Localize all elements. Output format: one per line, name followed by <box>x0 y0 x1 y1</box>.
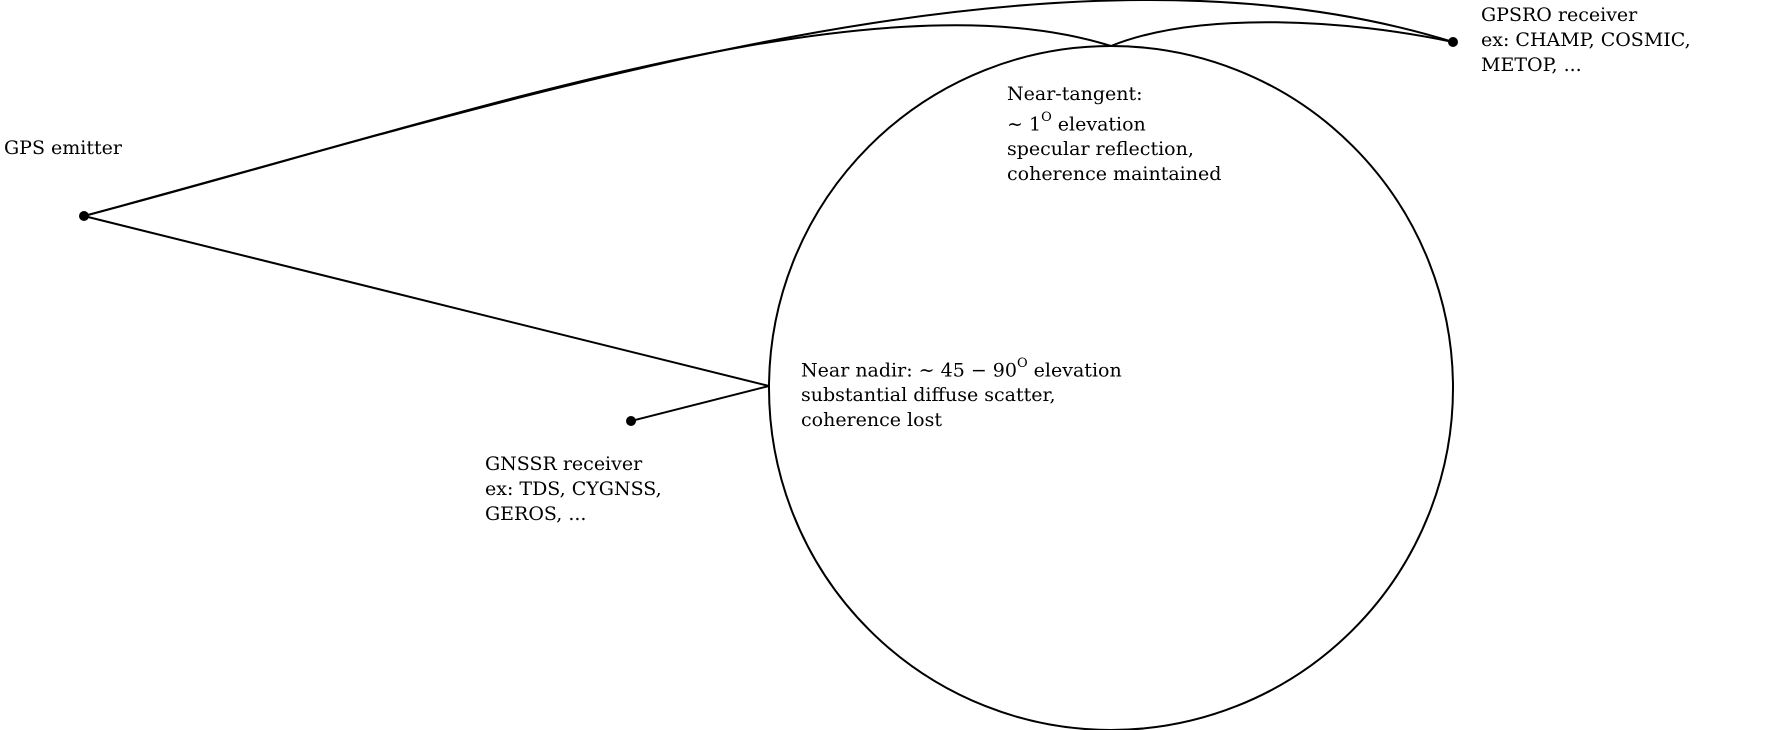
gps-emitter-dot <box>79 211 89 221</box>
near-tangent-elevation: elevation <box>1051 113 1146 136</box>
near-tangent-annotation: Near-tangent: ∼ 1O elevation specular re… <box>1007 82 1221 187</box>
near-nadir-elevation: elevation <box>1027 359 1122 382</box>
tangent-incident-path <box>83 24 1112 217</box>
near-tangent-line-2: ∼ 1O elevation <box>1007 107 1221 137</box>
near-nadir-line-1: Near nadir: ∼ 45 − 90O elevation <box>801 353 1122 383</box>
gnssr-receiver-label: GNSSR receiver ex: TDS, CYGNSS, GEROS, .… <box>485 452 662 527</box>
near-tangent-degree: O <box>1041 110 1052 125</box>
near-nadir-line-2: substantial diffuse scatter, <box>801 384 1056 407</box>
gpsro-label-line-3: METOP, ... <box>1481 54 1582 76</box>
near-nadir-line-3: coherence lost <box>801 409 942 432</box>
gpsro-receiver-dot <box>1448 37 1458 47</box>
nadir-reflected-path <box>630 385 770 422</box>
gpsro-label-line-1: GPSRO receiver <box>1481 4 1638 26</box>
near-tangent-line-3: specular reflection, <box>1007 138 1194 161</box>
near-nadir-angle: Near nadir: ∼ 45 − 90 <box>801 359 1017 382</box>
near-tangent-line-4: coherence maintained <box>1007 163 1222 186</box>
near-nadir-annotation: Near nadir: ∼ 45 − 90O elevation substan… <box>801 353 1122 433</box>
gpsro-label-line-2: ex: CHAMP, COSMIC, <box>1481 29 1691 51</box>
gnssr-label-line-1: GNSSR receiver <box>485 453 643 475</box>
gps-emitter-label-text: GPS emitter <box>4 137 122 159</box>
gps-emitter-label: GPS emitter <box>4 136 122 161</box>
near-nadir-degree: O <box>1016 356 1028 371</box>
near-tangent-line-1: Near-tangent: <box>1007 83 1143 105</box>
gnssr-receiver-dot <box>626 416 636 426</box>
near-tangent-angle: ∼ 1 <box>1007 113 1042 136</box>
direct-signal-path <box>83 0 1454 217</box>
nadir-incident-path <box>83 215 770 387</box>
gnssr-label-line-2: ex: TDS, CYGNSS, <box>485 478 662 500</box>
gnssr-label-line-3: GEROS, ... <box>485 503 587 525</box>
tangent-reflected-path <box>1110 21 1454 47</box>
gpsro-receiver-label: GPSRO receiver ex: CHAMP, COSMIC, METOP,… <box>1481 3 1691 78</box>
